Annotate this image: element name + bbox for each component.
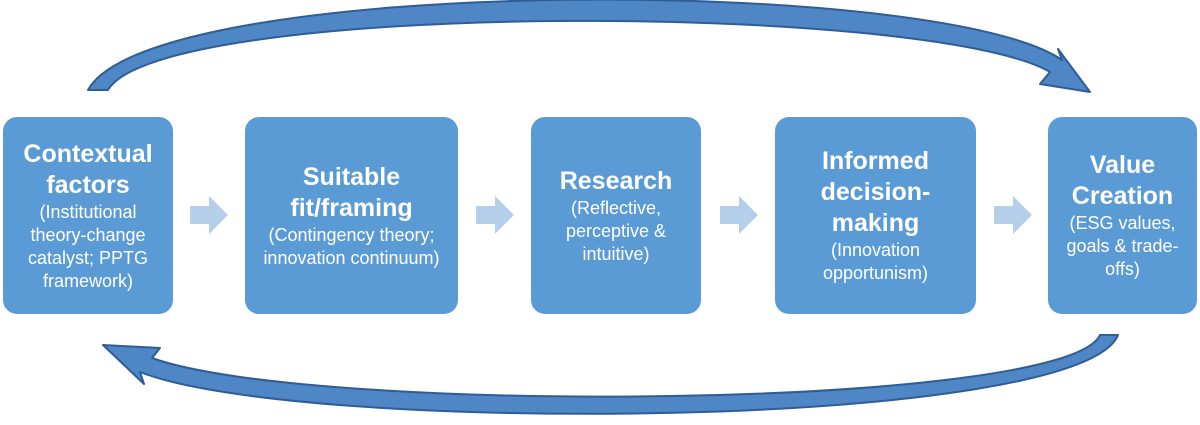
box-title: Value Creation bbox=[1071, 151, 1174, 210]
box-title: Suitable fit/framing bbox=[290, 162, 413, 222]
box-informed-decision-making: Informed decision-making (Innovation opp… bbox=[775, 117, 976, 314]
box-subtitle: (Institutional theory-change catalyst; P… bbox=[27, 201, 149, 291]
connector-arrow-3 bbox=[720, 196, 758, 234]
connector-arrow-4 bbox=[994, 196, 1032, 234]
top-curved-arrow bbox=[87, 0, 1091, 93]
box-suitable-fit-framing: Suitable fit/framing (Contingency theory… bbox=[245, 117, 458, 314]
box-subtitle: (Contingency theory; innovation continuu… bbox=[263, 224, 440, 268]
box-title: Contextual factors bbox=[23, 139, 153, 199]
box-title: Informed decision-making bbox=[820, 147, 931, 237]
box-title: Research bbox=[559, 166, 673, 195]
connector-arrow-2 bbox=[476, 196, 514, 234]
box-contextual-factors: Contextual factors (Institutional theory… bbox=[3, 117, 173, 314]
box-subtitle: (Innovation opportunism) bbox=[822, 240, 929, 283]
bottom-curved-arrow bbox=[102, 334, 1119, 415]
box-subtitle: (ESG values, goals & trade-offs) bbox=[1066, 213, 1179, 279]
connector-arrow-1 bbox=[190, 196, 228, 234]
box-subtitle: (Reflective, perceptive & intuitive) bbox=[565, 197, 667, 264]
box-value-creation: Value Creation (ESG values, goals & trad… bbox=[1048, 117, 1197, 314]
box-research: Research (Reflective, perceptive & intui… bbox=[531, 117, 701, 314]
